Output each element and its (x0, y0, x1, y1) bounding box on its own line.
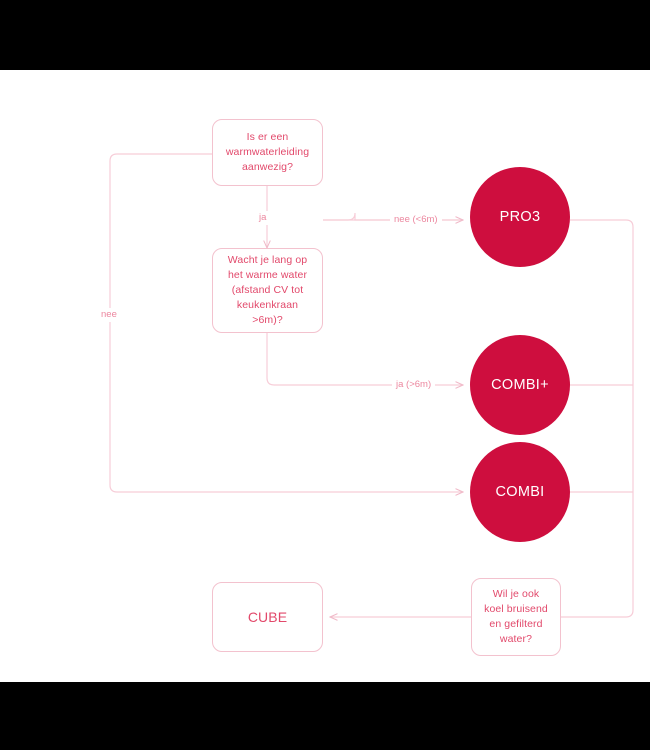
cube-label: CUBE (247, 608, 288, 625)
letterbox-bottom (0, 682, 650, 750)
q2-line-4: keukenkraan >6m)? (236, 299, 299, 326)
q1-line-2: warmwaterleiding (225, 146, 310, 158)
edge-q2-combiplus (266, 333, 463, 385)
edge-q1-combi (109, 153, 463, 492)
letterbox-top (0, 0, 650, 70)
edge-label-nee-lt6m: nee (<6m) (390, 213, 442, 227)
pro3-label: PRO3 (499, 209, 541, 225)
edge-label-nee: nee (97, 308, 121, 322)
node-product-cube[interactable]: CUBE (212, 582, 323, 652)
node-question-bruisend-water[interactable]: Wil je ook koel bruisend en gefilterd wa… (471, 578, 561, 656)
node-question-warmwaterleiding[interactable]: Is er een warmwaterleiding aanwezig? (212, 119, 323, 186)
node-product-combi[interactable]: COMBI (470, 442, 570, 542)
node-product-combiplus[interactable]: COMBI+ (470, 335, 570, 435)
q3-line-3: en gefilterd (489, 618, 543, 630)
q1-line-1: Is er een (246, 131, 289, 143)
edge-label-ja: ja (255, 211, 271, 225)
combi-label: COMBI (495, 484, 545, 500)
node-product-pro3[interactable]: PRO3 (470, 167, 570, 267)
edge-label-ja-gt6m: ja (>6m) (392, 378, 436, 392)
q2-line-1: Wacht je lang op (227, 254, 308, 266)
q3-line-1: Wil je ook (492, 588, 540, 600)
q1-line-3: aanwezig? (241, 161, 294, 173)
node-question-wachttijd[interactable]: Wacht je lang op het warme water (afstan… (212, 248, 323, 333)
edge-pro3-bus (561, 219, 634, 618)
q2-line-2: het warme water (227, 269, 308, 281)
combiplus-label: COMBI+ (491, 377, 549, 393)
flowchart-canvas: Is er een warmwaterleiding aanwezig? Wac… (0, 70, 650, 682)
q2-line-3: (afstand CV tot (231, 284, 304, 296)
connector-layer (109, 153, 634, 682)
q3-line-4: water? (499, 633, 533, 645)
q3-line-2: koel bruisend (484, 603, 548, 615)
